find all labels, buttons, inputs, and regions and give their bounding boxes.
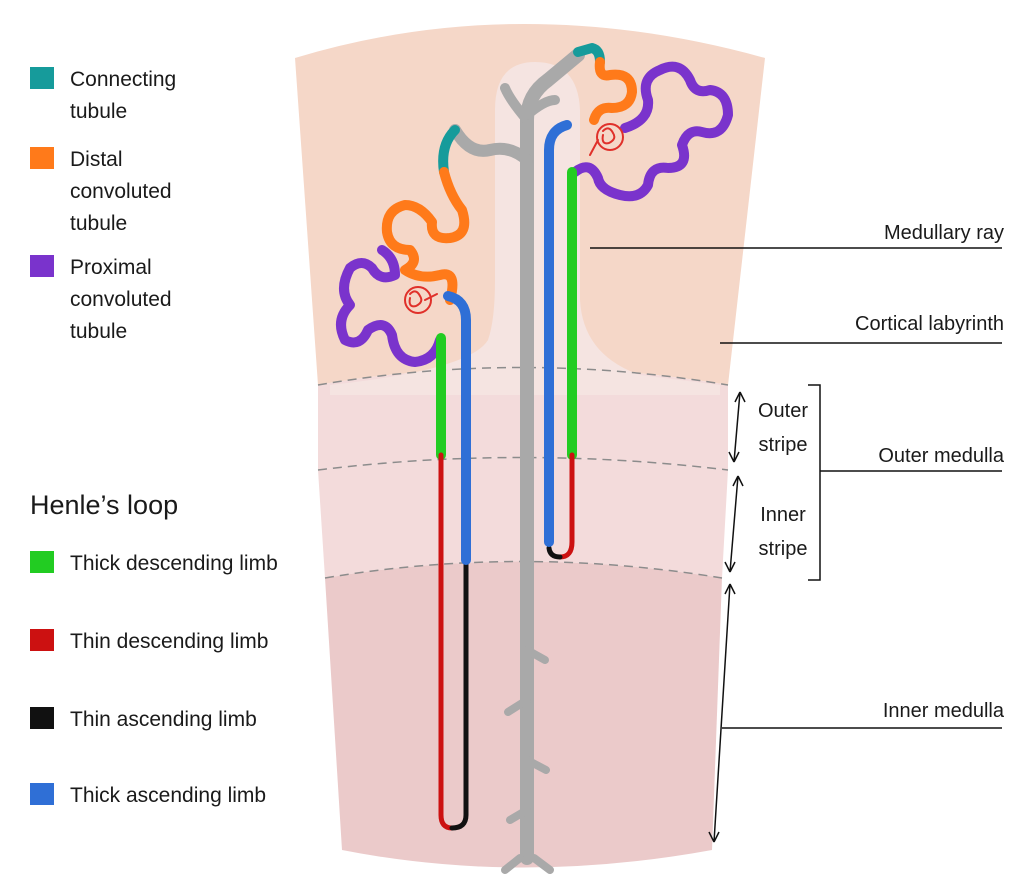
legend-label: Distal convoluted tubule [70, 148, 172, 235]
collecting-duct [449, 48, 585, 874]
right-proximal-convoluted-tubule [570, 61, 733, 202]
legend-label: Thin descending limb [70, 630, 269, 653]
legend-item-distal-convoluted-tubule: Distal convoluted tubule [30, 144, 210, 240]
inner-medulla-label: Inner medulla [882, 700, 1004, 722]
legend-item-thick-ascending-limb: Thick ascending limb [30, 780, 270, 812]
legend-item-thick-descending-limb: Thick descending limb [30, 548, 280, 580]
left-thick-ascending-limb [443, 291, 471, 565]
legend-label: Thick descending limb [70, 552, 278, 575]
legend-item-proximal-convoluted-tubule: Proximal convoluted tubule [30, 252, 210, 348]
left-distal-convoluted-tubule [381, 167, 470, 305]
cortical-labyrinth-label: Cortical labyrinth [855, 313, 1004, 335]
medullary-ray-label: Medullary ray [883, 222, 1004, 244]
swatch-distal-convoluted-tubule [30, 147, 54, 169]
right-glomerulus [596, 123, 624, 151]
left-nephron [336, 125, 471, 831]
right-distal-convoluted-tubule [589, 57, 637, 125]
swatch-connecting-tubule [30, 67, 54, 89]
swatch-thin-ascending-limb [30, 707, 54, 729]
inner-stripe-arrow [724, 475, 744, 573]
swatch-thin-descending-limb [30, 629, 54, 651]
annotation-lines [590, 247, 1002, 843]
left-proximal-convoluted-tubule [336, 245, 445, 367]
legend-item-thin-descending-limb: Thin descending limb [30, 626, 270, 658]
outer-stripe-arrow [728, 391, 746, 463]
legend-label: Thick ascending limb [70, 784, 267, 807]
left-glomerulus [404, 286, 432, 314]
legend-label: Connecting tubule [70, 68, 177, 123]
right-nephron [544, 43, 733, 560]
legend-item-thin-ascending-limb: Thin ascending limb [30, 704, 260, 736]
legend-item-connecting-tubule: Connecting tubule [30, 64, 210, 128]
outer-medulla-bracket [808, 384, 821, 581]
swatch-thick-descending-limb [30, 551, 54, 573]
legend-label: Thin ascending limb [70, 708, 257, 731]
swatch-proximal-convoluted-tubule [30, 255, 54, 277]
swatch-thick-ascending-limb [30, 783, 54, 805]
left-thin-ascending-limb [449, 557, 469, 831]
outer-stripe-label: Outer stripe [757, 400, 809, 456]
legend-label: Proximal convoluted tubule [70, 256, 172, 343]
inner-medulla-arrow [708, 583, 736, 843]
outer-medulla-label: Outer medulla [878, 445, 1004, 467]
right-thin-ascending-limb [546, 545, 563, 560]
inner-stripe-label: Inner stripe [758, 504, 808, 560]
henles-loop-title: Henle’s loop [30, 490, 179, 520]
right-thick-ascending-limb [544, 120, 572, 547]
